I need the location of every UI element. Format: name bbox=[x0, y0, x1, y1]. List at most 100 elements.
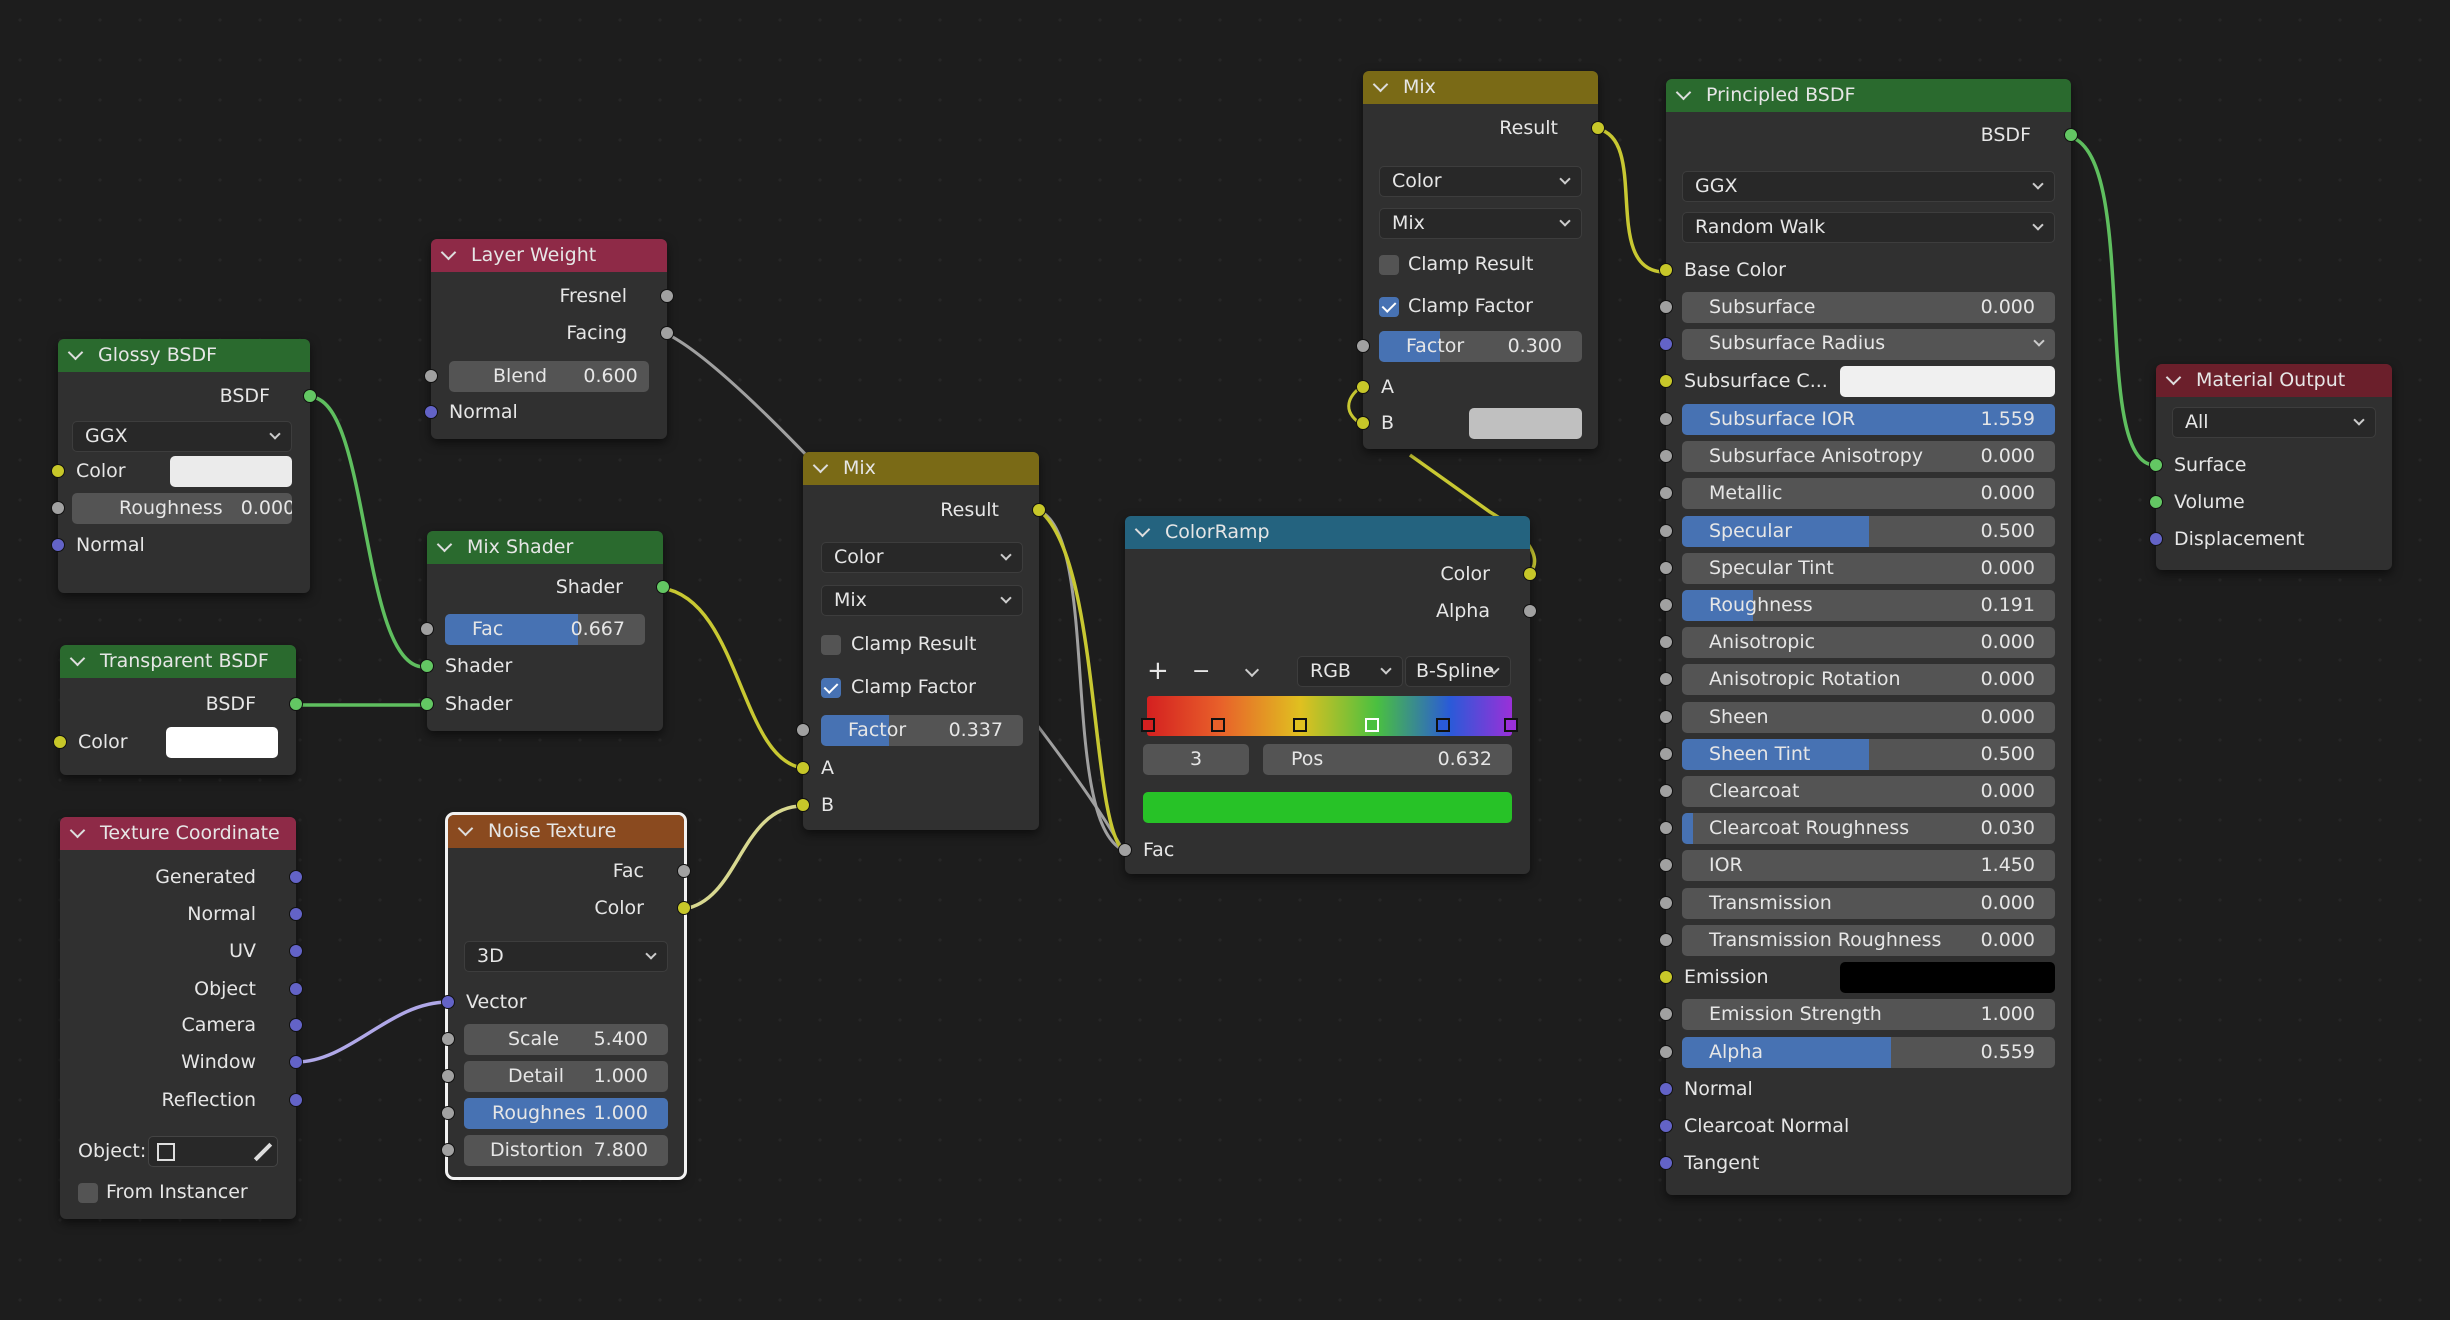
node-header[interactable]: Layer Weight bbox=[431, 239, 667, 272]
input-socket-clearcoat[interactable] bbox=[1659, 784, 1673, 798]
input-socket-b[interactable] bbox=[1356, 416, 1370, 430]
target-dropdown[interactable]: All bbox=[2172, 407, 2376, 438]
output-socket-object[interactable] bbox=[289, 982, 303, 996]
remove-stop-button[interactable]: − bbox=[1192, 659, 1211, 684]
clamp-result-checkbox[interactable] bbox=[821, 635, 841, 655]
object-picker-field[interactable] bbox=[148, 1136, 278, 1167]
ramp-stop-marker-active[interactable] bbox=[1365, 718, 1379, 732]
ramp-stop-marker[interactable] bbox=[1504, 718, 1518, 732]
transparent-bsdf-node[interactable]: Transparent BSDF BSDF Color bbox=[53, 645, 303, 775]
output-socket-generated[interactable] bbox=[289, 870, 303, 884]
input-socket-anisotropic-rotation[interactable] bbox=[1659, 672, 1673, 686]
color-swatch[interactable] bbox=[166, 727, 278, 758]
node-header[interactable]: Principled BSDF bbox=[1666, 79, 2071, 112]
distribution-dropdown[interactable]: GGX bbox=[72, 421, 292, 452]
output-socket-uv[interactable] bbox=[289, 944, 303, 958]
colorramp-node[interactable]: ColorRamp Color Alpha + − RGB B-Spline 3… bbox=[1118, 516, 1537, 874]
texture-coordinate-node[interactable]: Texture Coordinate Generated Normal UV O… bbox=[60, 817, 303, 1219]
blend-field[interactable]: Blend 0.600 bbox=[449, 361, 649, 392]
input-socket-alpha[interactable] bbox=[1659, 1045, 1673, 1059]
input-socket-anisotropic[interactable] bbox=[1659, 635, 1673, 649]
input-socket-subsurface-radius[interactable] bbox=[1659, 337, 1673, 351]
from-instancer-checkbox[interactable] bbox=[78, 1183, 98, 1203]
distribution-dropdown[interactable]: GGX bbox=[1682, 171, 2055, 202]
input-socket-clearcoat-normal[interactable] bbox=[1659, 1119, 1673, 1133]
node-header[interactable]: Transparent BSDF bbox=[60, 645, 296, 678]
ramp-stop-marker[interactable] bbox=[1141, 718, 1155, 732]
input-socket-transmission-roughness[interactable] bbox=[1659, 933, 1673, 947]
node-header[interactable]: Texture Coordinate bbox=[60, 817, 296, 850]
input-socket-shader-1[interactable] bbox=[420, 659, 434, 673]
input-socket-roughness[interactable] bbox=[441, 1106, 455, 1120]
input-socket-normal[interactable] bbox=[424, 405, 438, 419]
collapse-chevron-icon[interactable] bbox=[440, 244, 457, 261]
mix-node-1[interactable]: Mix Result Color Mix Clamp Result Clamp … bbox=[796, 452, 1046, 830]
clamp-result-checkbox[interactable] bbox=[1379, 255, 1399, 275]
collapse-chevron-icon[interactable] bbox=[2165, 369, 2182, 386]
input-socket-shader-2[interactable] bbox=[420, 697, 434, 711]
collapse-chevron-icon[interactable] bbox=[457, 820, 474, 837]
output-socket-window[interactable] bbox=[289, 1055, 303, 1069]
input-socket-fac[interactable] bbox=[1118, 843, 1132, 857]
output-socket-fac[interactable] bbox=[677, 864, 691, 878]
emission-color-swatch[interactable] bbox=[1840, 962, 2055, 993]
interpolation-dropdown[interactable]: B-Spline bbox=[1405, 656, 1511, 687]
principled-bsdf-node[interactable]: Principled BSDF BSDF GGX Random Walk Bas… bbox=[1659, 79, 2078, 1195]
eyedropper-icon[interactable] bbox=[253, 1142, 273, 1162]
data-type-dropdown[interactable]: Color bbox=[821, 542, 1023, 573]
node-header[interactable]: Mix bbox=[803, 452, 1039, 485]
output-socket-bsdf[interactable] bbox=[2064, 128, 2078, 142]
input-socket-detail[interactable] bbox=[441, 1069, 455, 1083]
input-socket-roughness[interactable] bbox=[1659, 598, 1673, 612]
input-socket-subsurface-ior[interactable] bbox=[1659, 412, 1673, 426]
input-socket-vector[interactable] bbox=[441, 995, 455, 1009]
collapse-chevron-icon[interactable] bbox=[69, 822, 86, 839]
output-socket-camera[interactable] bbox=[289, 1018, 303, 1032]
blend-mode-dropdown[interactable]: Mix bbox=[1379, 208, 1582, 239]
collapse-chevron-icon[interactable] bbox=[69, 650, 86, 667]
collapse-chevron-icon[interactable] bbox=[1134, 521, 1151, 538]
output-socket-bsdf[interactable] bbox=[289, 697, 303, 711]
input-socket-normal[interactable] bbox=[1659, 1082, 1673, 1096]
active-stop-color-swatch[interactable] bbox=[1143, 792, 1512, 823]
output-socket-reflection[interactable] bbox=[289, 1093, 303, 1107]
input-socket-metallic[interactable] bbox=[1659, 486, 1673, 500]
collapse-chevron-icon[interactable] bbox=[67, 344, 84, 361]
ramp-stop-marker[interactable] bbox=[1211, 718, 1225, 732]
node-header[interactable]: Noise Texture bbox=[448, 815, 684, 848]
collapse-chevron-icon[interactable] bbox=[1675, 84, 1692, 101]
output-socket-color[interactable] bbox=[677, 901, 691, 915]
clamp-factor-checkbox[interactable] bbox=[821, 678, 841, 698]
output-socket-normal[interactable] bbox=[289, 907, 303, 921]
clamp-factor-checkbox[interactable] bbox=[1379, 297, 1399, 317]
output-socket-facing[interactable] bbox=[660, 326, 674, 340]
input-socket-roughness[interactable] bbox=[51, 501, 65, 515]
input-socket-specular-tint[interactable] bbox=[1659, 561, 1673, 575]
input-socket-factor[interactable] bbox=[796, 723, 810, 737]
subsurface-color-swatch[interactable] bbox=[1840, 366, 2055, 397]
input-socket-volume[interactable] bbox=[2149, 495, 2163, 509]
input-socket-a[interactable] bbox=[1356, 380, 1370, 394]
input-socket-color[interactable] bbox=[53, 735, 67, 749]
collapse-chevron-icon[interactable] bbox=[1372, 76, 1389, 93]
material-output-node[interactable]: Material Output All Surface Volume Displ… bbox=[2149, 364, 2392, 570]
collapse-chevron-icon[interactable] bbox=[436, 536, 453, 553]
node-header[interactable]: Mix Shader bbox=[427, 531, 663, 564]
input-socket-transmission[interactable] bbox=[1659, 896, 1673, 910]
color-ramp-gradient[interactable] bbox=[1147, 696, 1512, 736]
